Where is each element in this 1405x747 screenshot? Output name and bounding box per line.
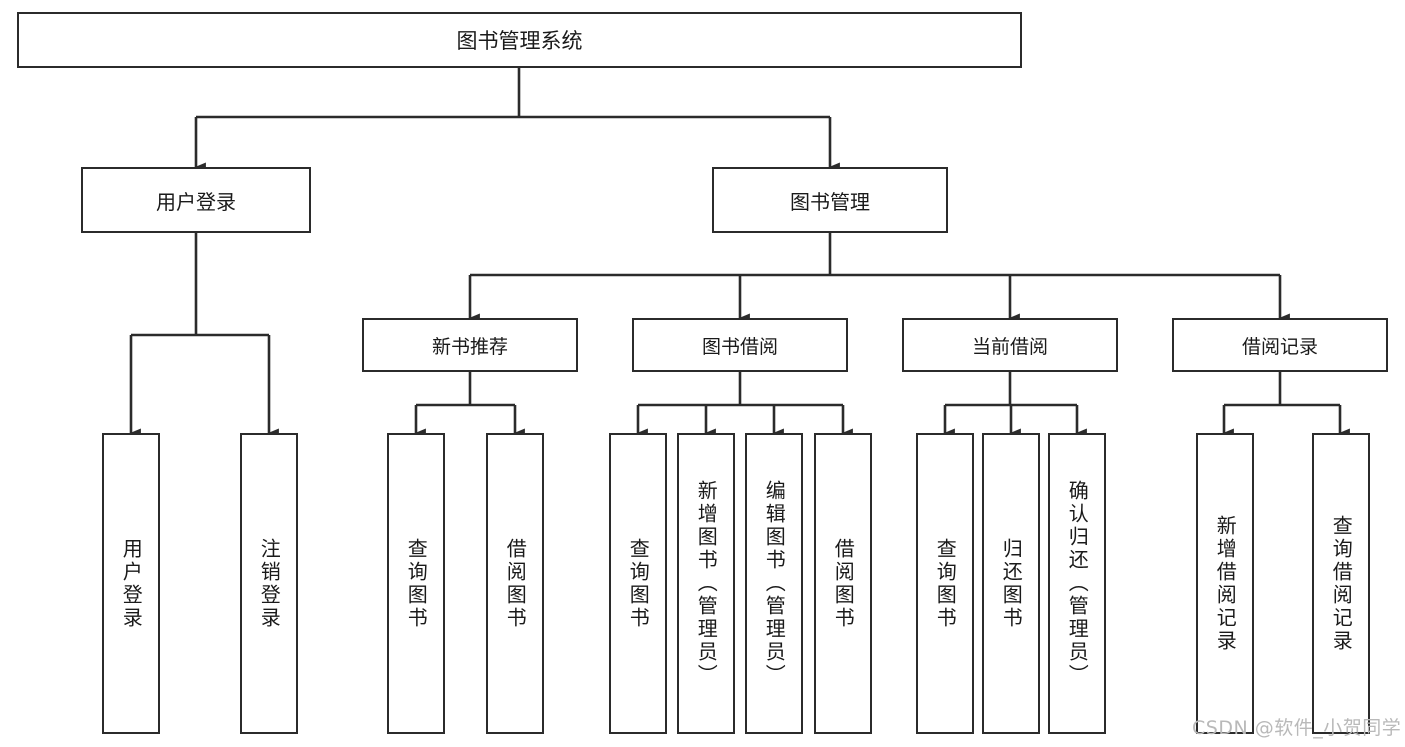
node-leaf-add-book[interactable]: 新增图书（管理员）	[677, 433, 735, 734]
node-label: 编辑图书（管理员）	[762, 480, 787, 687]
node-current-borrow[interactable]: 当前借阅	[902, 318, 1118, 372]
node-leaf-confirm-return[interactable]: 确认归还（管理员）	[1048, 433, 1106, 734]
node-new-book-recommend[interactable]: 新书推荐	[362, 318, 578, 372]
node-label: 图书管理系统	[456, 29, 583, 53]
node-label: 归还图书	[999, 537, 1024, 630]
node-label: 当前借阅	[971, 335, 1048, 358]
node-leaf-query-book-3[interactable]: 查询图书	[916, 433, 974, 734]
node-leaf-user-login[interactable]: 用户登录	[102, 433, 160, 734]
node-leaf-add-record[interactable]: 新增借阅记录	[1196, 433, 1254, 734]
node-leaf-borrow-book-1[interactable]: 借阅图书	[486, 433, 544, 734]
node-label: 借阅图书	[831, 537, 856, 630]
node-borrow-record[interactable]: 借阅记录	[1172, 318, 1388, 372]
node-label: 图书借阅	[701, 335, 778, 358]
node-user-login[interactable]: 用户登录	[81, 167, 311, 233]
node-book-manage[interactable]: 图书管理	[712, 167, 948, 233]
node-label: 确认归还（管理员）	[1065, 480, 1090, 687]
node-label: 借阅记录	[1241, 335, 1318, 358]
node-leaf-return-book[interactable]: 归还图书	[982, 433, 1040, 734]
node-label: 借阅图书	[503, 537, 528, 630]
node-leaf-query-book-2[interactable]: 查询图书	[609, 433, 667, 734]
node-label: 新书推荐	[431, 335, 508, 358]
node-leaf-edit-book[interactable]: 编辑图书（管理员）	[745, 433, 803, 734]
node-label: 注销登录	[257, 537, 282, 630]
node-label: 用户登录	[156, 189, 236, 214]
node-leaf-query-book-1[interactable]: 查询图书	[387, 433, 445, 734]
node-label: 新增借阅记录	[1213, 514, 1238, 653]
node-book-borrow[interactable]: 图书借阅	[632, 318, 848, 372]
node-label: 用户登录	[119, 537, 144, 630]
node-leaf-query-record[interactable]: 查询借阅记录	[1312, 433, 1370, 734]
node-label: 图书管理	[790, 189, 870, 214]
node-root-book-management-system[interactable]: 图书管理系统	[17, 12, 1022, 68]
node-label: 查询借阅记录	[1329, 514, 1354, 653]
node-leaf-logout-login[interactable]: 注销登录	[240, 433, 298, 734]
node-label: 查询图书	[933, 537, 958, 630]
node-leaf-borrow-book-2[interactable]: 借阅图书	[814, 433, 872, 734]
watermark-text: CSDN @软件_小贺同学	[1192, 717, 1402, 739]
node-label: 查询图书	[404, 537, 429, 630]
node-label: 查询图书	[626, 537, 651, 630]
node-label: 新增图书（管理员）	[694, 480, 719, 687]
